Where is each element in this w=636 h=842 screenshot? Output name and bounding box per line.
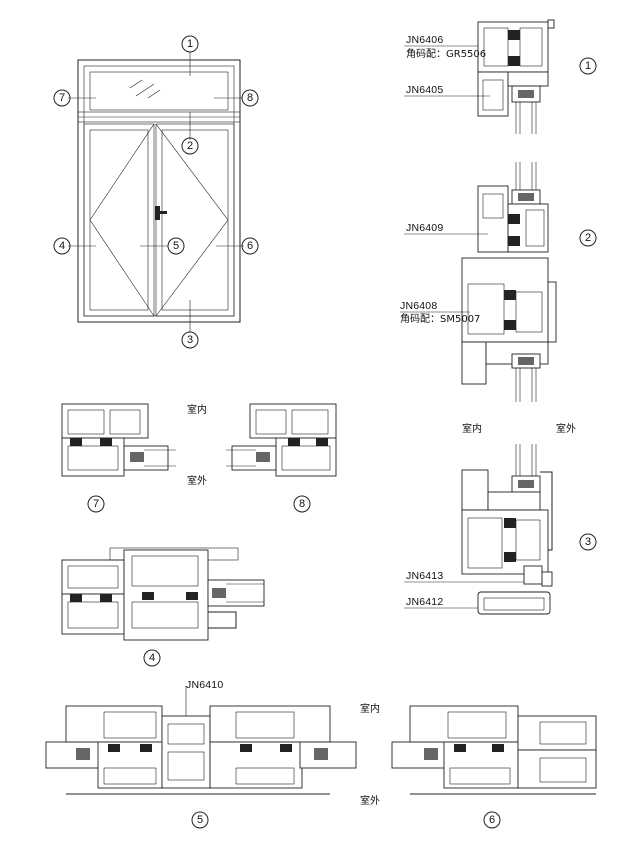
callout-4-elev: 4 bbox=[53, 237, 71, 255]
callout-7-elev: 7 bbox=[53, 89, 71, 107]
svg-text:5: 5 bbox=[173, 240, 179, 252]
label-indoor-56: 室内 bbox=[360, 702, 380, 715]
label-outdoor-78: 室外 bbox=[187, 474, 207, 487]
door-elevation bbox=[68, 52, 244, 332]
callout-3-elev: 3 bbox=[181, 331, 199, 349]
svg-text:8: 8 bbox=[247, 92, 253, 104]
svg-text:6: 6 bbox=[247, 240, 253, 252]
label-jn6408: JN6408 bbox=[400, 300, 437, 312]
label-jn6413: JN6413 bbox=[406, 570, 443, 582]
svg-text:2: 2 bbox=[585, 232, 591, 244]
svg-text:3: 3 bbox=[585, 536, 591, 548]
label-jn6412: JN6412 bbox=[406, 596, 443, 608]
label-indoor-right: 室内 bbox=[462, 422, 482, 435]
callout-2-elev: 2 bbox=[181, 137, 199, 155]
section-6: 6 bbox=[391, 705, 597, 829]
label-outdoor-right: 室外 bbox=[556, 422, 576, 435]
section-5: 5 bbox=[45, 686, 357, 829]
svg-text:7: 7 bbox=[93, 498, 99, 510]
label-indoor-78: 室内 bbox=[187, 403, 207, 416]
svg-text:3: 3 bbox=[187, 334, 193, 346]
svg-text:1: 1 bbox=[585, 60, 591, 72]
label-jn6405: JN6405 bbox=[406, 84, 443, 96]
label-jn6406-corner: 角码配：GR5506 bbox=[406, 48, 486, 60]
svg-text:4: 4 bbox=[59, 240, 65, 252]
label-jn6406: JN6406 bbox=[406, 34, 443, 46]
section-1: 1 bbox=[404, 19, 597, 134]
svg-text:2: 2 bbox=[187, 140, 193, 152]
svg-text:5: 5 bbox=[197, 814, 203, 826]
section-3: 3 bbox=[404, 444, 597, 615]
label-jn6408-corner: 角码配：SM5007 bbox=[400, 313, 480, 325]
label-outdoor-56: 室外 bbox=[360, 794, 380, 807]
callout-1-elev: 1 bbox=[181, 35, 199, 53]
callout-8-elev: 8 bbox=[241, 89, 259, 107]
section-8: 8 bbox=[226, 403, 337, 513]
callout-5-elev: 5 bbox=[167, 237, 185, 255]
section-4: 4 bbox=[61, 547, 265, 667]
svg-text:4: 4 bbox=[149, 652, 155, 664]
callout-6-elev: 6 bbox=[241, 237, 259, 255]
section-2: 2 bbox=[400, 162, 597, 402]
svg-text:7: 7 bbox=[59, 92, 65, 104]
label-jn6410: JN6410 bbox=[186, 679, 223, 691]
section-7: 7 bbox=[61, 403, 176, 513]
svg-text:1: 1 bbox=[187, 38, 193, 50]
svg-text:6: 6 bbox=[489, 814, 495, 826]
svg-text:8: 8 bbox=[299, 498, 305, 510]
label-jn6409: JN6409 bbox=[406, 222, 443, 234]
